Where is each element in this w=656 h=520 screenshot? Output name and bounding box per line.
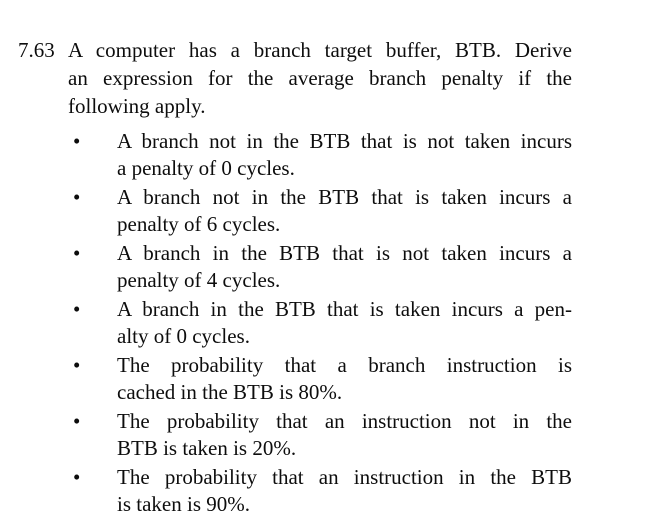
list-item: • A branch not in the BTB that is taken …: [73, 184, 572, 238]
condition-list: • A branch not in the BTB that is not ta…: [73, 128, 572, 518]
list-item-line: The probability that a branch instructio…: [117, 353, 572, 377]
list-item: • The probability that a branch instruct…: [73, 352, 572, 406]
list-item-line: cached in the BTB is 80%.: [117, 380, 343, 404]
list-item-line: a penalty of 0 cycles.: [117, 156, 295, 180]
list-item-line: A branch in the BTB that is taken incurs…: [117, 297, 572, 321]
bullet-icon: •: [73, 185, 81, 209]
list-item-line: penalty of 6 cycles.: [117, 212, 281, 236]
list-item-line: alty of 0 cycles.: [117, 324, 250, 348]
list-item-line: A branch in the BTB that is not taken in…: [117, 241, 572, 265]
list-item-text: A branch in the BTB that is taken incurs…: [117, 296, 572, 350]
list-item: • The probability that an instruction no…: [73, 408, 572, 462]
list-item: • The probability that an instruction in…: [73, 464, 572, 518]
problem-statement-row: 7.63 A computer has a branch target buff…: [18, 36, 572, 120]
bullet-icon: •: [73, 241, 81, 265]
list-item-text: The probability that an instruction not …: [117, 408, 572, 462]
bullet-icon: •: [73, 409, 81, 433]
list-item: • A branch in the BTB that is not taken …: [73, 240, 572, 294]
list-item: • A branch in the BTB that is taken incu…: [73, 296, 572, 350]
bullet-icon: •: [73, 297, 81, 321]
problem-statement: A computer has a branch target buffer, B…: [68, 36, 572, 120]
list-item-line: is taken is 90%.: [117, 492, 250, 516]
problem-statement-line: following apply.: [68, 94, 206, 118]
bullet-icon: •: [73, 465, 81, 489]
list-item-line: The probability that an instruction in t…: [117, 465, 572, 489]
list-item-line: penalty of 4 cycles.: [117, 268, 281, 292]
list-item-line: The probability that an instruction not …: [117, 409, 572, 433]
bullet-icon: •: [73, 129, 81, 153]
list-item-line: A branch not in the BTB that is taken in…: [117, 185, 572, 209]
problem-statement-line: an expression for the average branch pen…: [68, 66, 572, 90]
problem-block: 7.63 A computer has a branch target buff…: [18, 36, 572, 520]
list-item-text: A branch not in the BTB that is taken in…: [117, 184, 572, 238]
problem-number: 7.63: [18, 38, 55, 62]
list-item-line: BTB is taken is 20%.: [117, 436, 297, 460]
problem-statement-line: A computer has a branch target buffer, B…: [68, 38, 572, 62]
list-item-text: A branch in the BTB that is not taken in…: [117, 240, 572, 294]
list-item-text: The probability that a branch instructio…: [117, 352, 572, 406]
list-item-text: A branch not in the BTB that is not take…: [117, 128, 572, 182]
list-item: • A branch not in the BTB that is not ta…: [73, 128, 572, 182]
list-item-text: The probability that an instruction in t…: [117, 464, 572, 518]
bullet-icon: •: [73, 353, 81, 377]
list-item-line: A branch not in the BTB that is not take…: [117, 129, 572, 153]
